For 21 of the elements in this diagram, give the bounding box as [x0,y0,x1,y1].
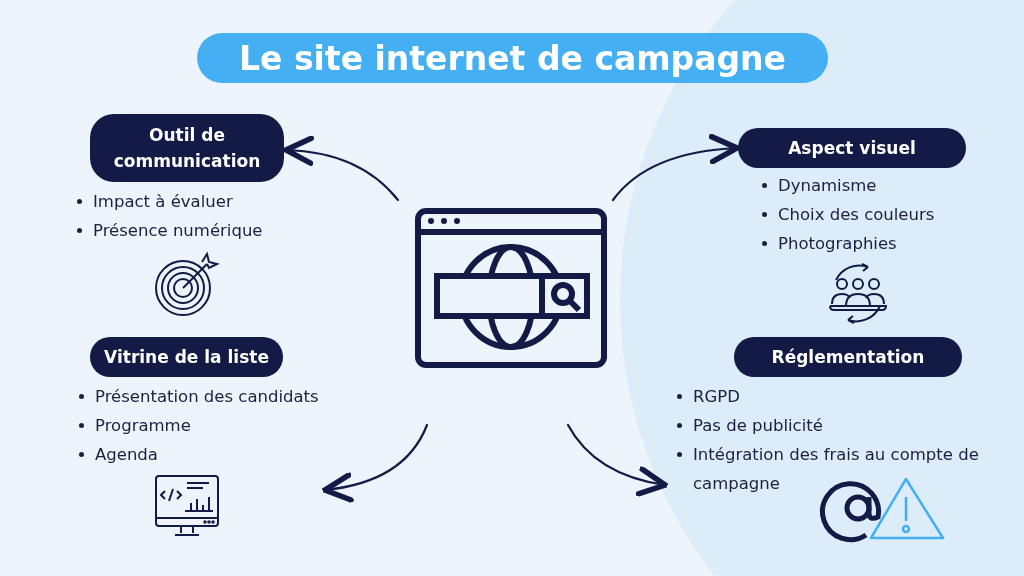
heading-pill: Outil de communication [90,114,284,182]
bullet-item: Choix des couleurs [760,200,935,229]
bullet-item: Agenda [77,440,319,469]
heading-pill: Aspect visuel [738,128,966,168]
curved-arrow [566,423,668,496]
bullet-item: RGPD [675,382,1015,411]
bullet-item: Présentation des candidats [77,382,319,411]
bullet-item: Présence numérique [75,216,263,245]
heading-pill: Vitrine de la liste [90,337,283,377]
browser-globe-search-drawing [415,208,607,368]
curved-arrow [611,134,740,202]
bullet-item: Photographies [760,229,935,258]
title-banner: Le site internet de campagne [197,33,828,83]
curved-arrow [322,423,429,502]
bullet-item: Intégration des frais au compte de campagne [675,440,1015,498]
curved-arrow [283,136,400,202]
bullet-item: Programme [77,411,319,440]
heading-pill: Réglementation [734,337,962,377]
bullet-item: Dynamisme [760,171,935,200]
bullet-item: Impact à évaluer [75,187,263,216]
bullet-item: Pas de publicité [675,411,1015,440]
